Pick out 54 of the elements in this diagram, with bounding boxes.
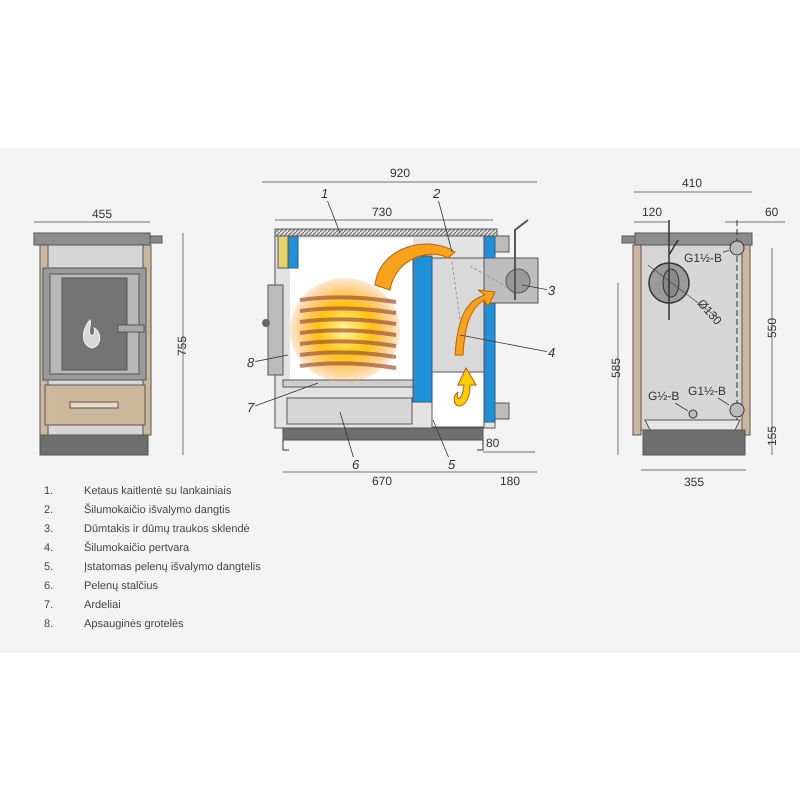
legend-text: Dūmtakis ir dūmų traukos sklendė [84,524,250,535]
leader-line [432,420,449,458]
callout-number: 4 [548,346,556,359]
dimension-label: 755 [176,336,188,356]
dimension-label: 355 [684,476,704,488]
dimension-label: 550 [766,318,778,338]
legend-text: Šilumokaičio pertvara [84,543,190,554]
legend-number: 3. [44,524,54,535]
legend-number: 1. [44,486,54,497]
pipe-thread-label: G½-B [648,390,680,402]
callout-number: 5 [448,458,456,471]
leader-line [718,398,730,406]
pipe-connection [688,410,698,418]
leader-line [327,200,340,234]
legend-number: 5. [44,562,54,573]
dimension-label: 155 [766,426,778,446]
dimension-label: 670 [372,475,392,487]
dimension-label: 80 [486,437,500,449]
leader-line [340,412,354,458]
callout-number: 6 [352,458,360,471]
dimension-label: 730 [372,206,392,218]
dimension-label: 455 [92,208,112,220]
legend-number: 4. [44,543,54,554]
dimension-label: 180 [500,475,520,487]
leader-line [674,402,688,412]
callout-number: 1 [321,187,328,200]
pipe-thread-label: G1½-B [688,385,726,397]
legend-text: Apsauginės grotelės [84,619,184,630]
leader-line [722,250,730,253]
leader-line [460,334,548,352]
callout-number: 8 [247,356,254,369]
dimension-label: 60 [765,206,778,218]
leader-line [254,382,318,406]
legend-text: Ketaus kaitlentė su lankainiais [84,486,232,497]
pipe-thread-label: G1½-B [684,252,722,264]
callout-number: 2 [433,187,440,200]
legend-number: 7. [44,600,54,611]
dimension-label: 120 [642,206,662,218]
dimension-label: 585 [610,358,622,378]
pipe-connection [730,240,744,256]
leader-line [522,284,548,290]
dimension-label: 920 [390,167,410,179]
legend-number: 2. [44,505,54,516]
legend-number: 6. [44,581,54,592]
legend-text: Pelenų stalčius [84,581,158,592]
legend-text: Įstatomas pelenų išvalymo dangtelis [84,562,261,573]
leader-line [438,200,452,252]
pipe-connection [730,402,744,418]
callout-number: 3 [548,284,556,297]
dimension-label: 410 [682,177,702,189]
legend-text: Ardeliai [84,600,121,611]
legend-text: Šilumokaičio išvalymo dangtis [84,505,230,516]
callout-number: 7 [247,401,254,414]
legend-number: 8. [44,619,54,630]
